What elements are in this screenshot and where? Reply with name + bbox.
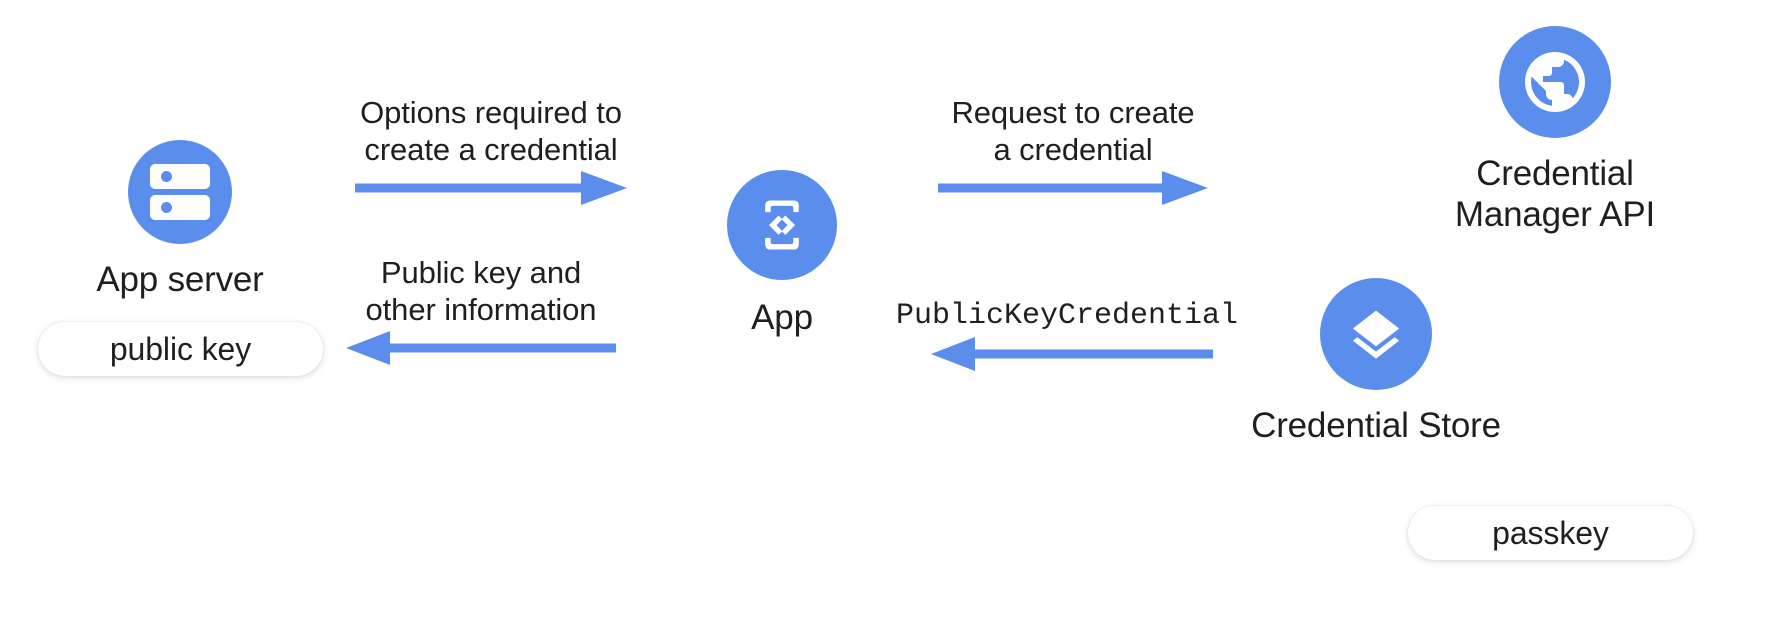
passkey-chip: passkey: [1408, 506, 1693, 560]
credential-store-label: Credential Store: [1251, 406, 1501, 445]
node-app: App: [727, 170, 837, 339]
node-app-server: App server: [96, 140, 264, 301]
passkey-chip-label: passkey: [1492, 514, 1609, 551]
server-icon-bar-bottom: [150, 195, 210, 220]
app-icon-circle: [727, 170, 837, 280]
credential-manager-api-icon-circle: [1499, 26, 1611, 138]
arrow-request-to-create: Request to create a credential: [938, 94, 1208, 208]
arrow-public-key-credential-caption: PublicKeyCredential: [895, 299, 1239, 333]
node-credential-store: Credential Store: [1251, 278, 1501, 447]
arrow-public-key-info-caption: Public key and other information: [365, 255, 597, 328]
arrow-options-required-caption: Options required to create a credential: [360, 95, 622, 168]
app-label: App: [751, 298, 813, 337]
arrow-public-key-info: Public key and other information: [346, 254, 616, 368]
phone-code-icon: [765, 200, 799, 250]
app-server-icon-circle: [128, 140, 232, 244]
app-server-label: App server: [96, 260, 264, 299]
arrow-options-required-glyph: [355, 171, 627, 206]
server-icon-dot-top: [161, 171, 172, 182]
server-icon-dot-bottom: [161, 202, 172, 213]
node-credential-manager-api: Credential Manager API: [1455, 26, 1655, 235]
arrow-request-to-create-glyph: [938, 171, 1208, 206]
server-icon: [150, 164, 210, 220]
arrow-public-key-credential-glyph: [931, 337, 1213, 371]
arrow-public-key-info-glyph: [346, 331, 616, 366]
credential-store-icon-circle: [1320, 278, 1432, 390]
globe-icon: [1525, 52, 1585, 112]
arrow-public-key-credential: PublicKeyCredential: [896, 298, 1238, 374]
arrow-options-required: Options required to create a credential: [355, 94, 627, 208]
credential-manager-api-label: Credential Manager API: [1454, 154, 1656, 234]
public-key-chip-label: public key: [109, 330, 252, 367]
server-icon-bar-top: [150, 164, 210, 189]
arrow-request-to-create-caption: Request to create a credential: [951, 95, 1195, 168]
public-key-chip: public key: [38, 322, 323, 376]
layers-icon: [1352, 310, 1400, 359]
